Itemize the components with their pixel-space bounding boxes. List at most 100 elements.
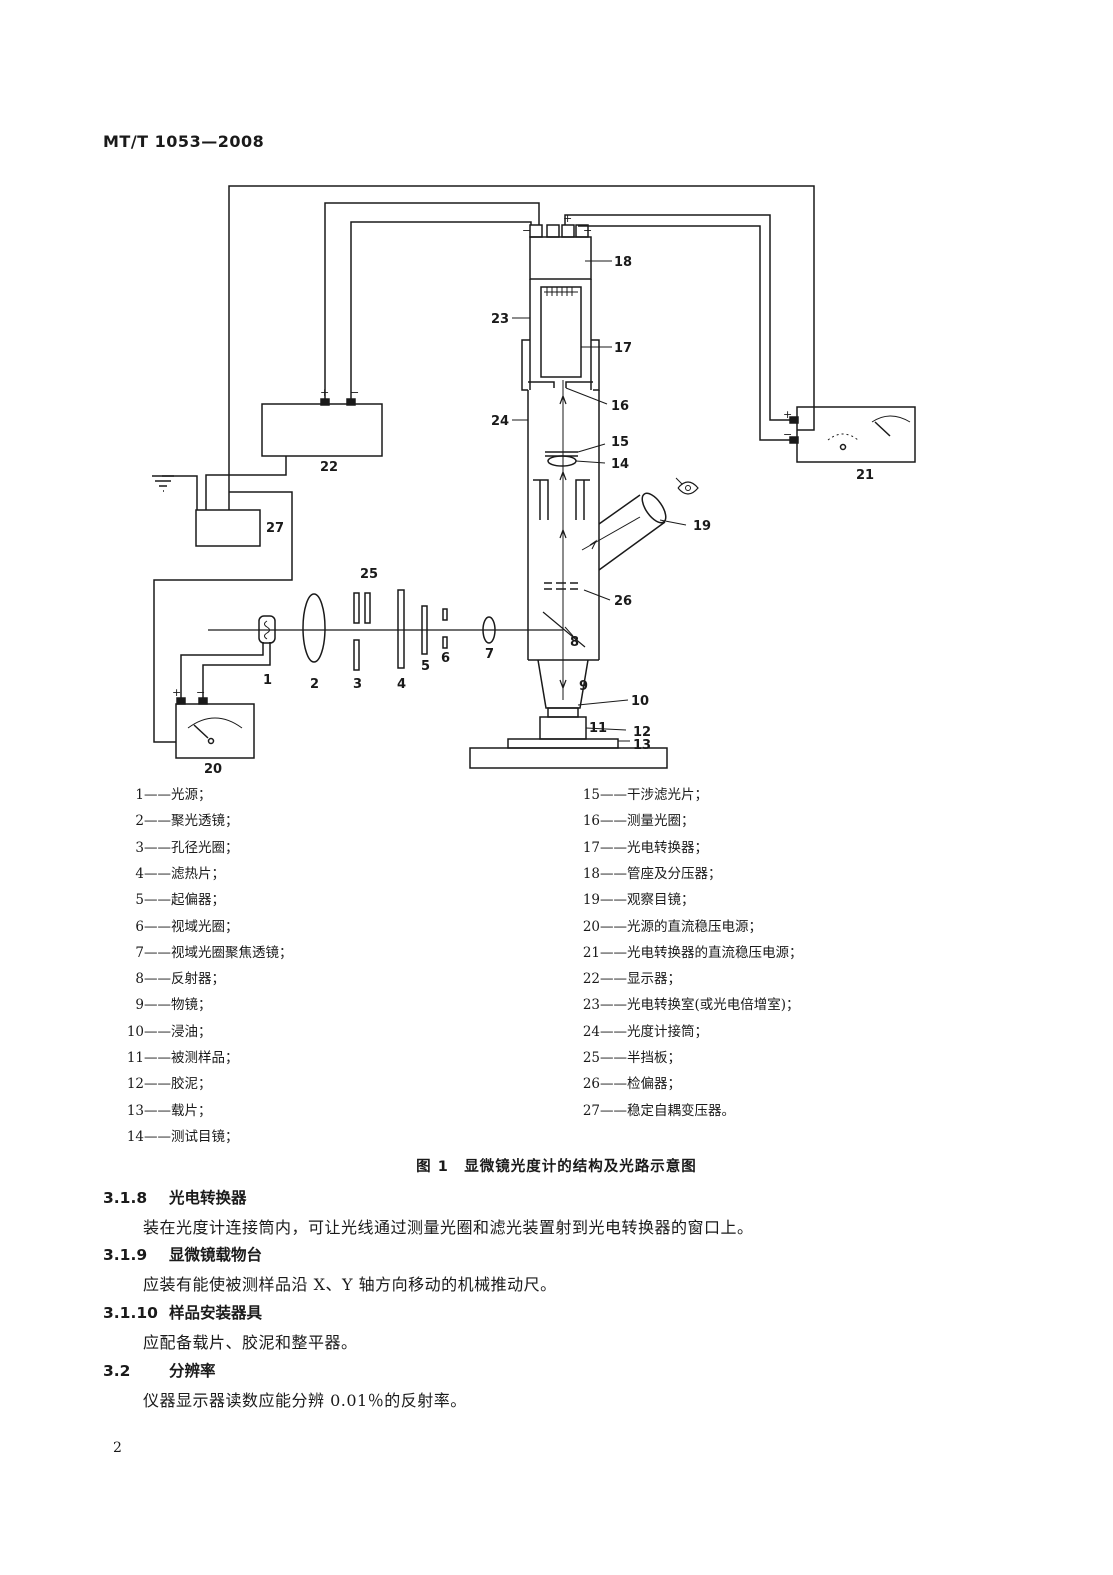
display-box-22 <box>261 403 383 457</box>
polarizer-5 <box>421 605 428 655</box>
legend-item: 6——视域光圈； <box>100 915 239 935</box>
legend-text: ——胶泥； <box>144 1076 212 1093</box>
heat-filter-4 <box>397 589 405 669</box>
legend-item: 7——视域光圈聚焦透镜； <box>100 941 293 961</box>
legend-text: ——半挡板； <box>600 1050 681 1066</box>
callout-16: 16 <box>611 399 629 414</box>
legend-item: 4——滤热片； <box>100 862 225 882</box>
callout-17: 17 <box>614 341 632 356</box>
callout-19: 19 <box>693 519 711 534</box>
section-title: 分辨率 <box>169 1362 216 1380</box>
legend-item: 17——光电转换器； <box>556 836 708 856</box>
legend-item: 19——观察目镜； <box>556 888 695 908</box>
legend-number: 6 <box>135 918 144 935</box>
legend-item: 13——载片； <box>100 1099 212 1119</box>
power-supply-meter-20 <box>175 697 255 759</box>
microphotometer-diagram: + − − + − + − + − 1 2 3 4 5 6 7 8 9 10 1… <box>152 185 916 777</box>
legend-item: 20——光源的直流稳压电源； <box>556 915 762 935</box>
photometer-column <box>469 224 699 769</box>
legend-text: ——物镜； <box>144 997 212 1014</box>
legend-item: 21——光电转换器的直流稳压电源； <box>556 941 803 961</box>
legend-number: 23 <box>582 997 600 1014</box>
section-body-3-1-9: 应装有能使被测样品沿 X、Y 轴方向移动的机械推动尺。 <box>143 1275 557 1294</box>
section-title: 样品安装器具 <box>169 1304 263 1322</box>
ground-icon <box>152 475 174 492</box>
callout-22: 22 <box>320 460 338 475</box>
section-number: 3.1.9 <box>103 1246 148 1264</box>
callout-14: 14 <box>611 457 629 472</box>
section-body-3-1-8: 装在光度计连接筒内，可让光线通过测量光圈和滤光装置射到光电转换器的窗口上。 <box>143 1218 754 1237</box>
legend-number: 10 <box>126 1023 144 1040</box>
legend-text: ——检偏器； <box>600 1076 681 1093</box>
callout-1: 1 <box>263 673 272 688</box>
half-baffle-25 <box>353 592 360 624</box>
legend-number: 26 <box>582 1076 600 1093</box>
section-title: 显微镜载物台 <box>169 1246 263 1264</box>
legend-item: 15——干涉滤光片； <box>556 783 708 803</box>
callout-8: 8 <box>570 635 579 650</box>
legend-item: 8——反射器； <box>100 967 225 987</box>
section-number: 3.1.8 <box>103 1189 148 1207</box>
legend-text: ——视域光圈聚焦透镜； <box>144 944 293 961</box>
legend-number: 1 <box>135 787 144 803</box>
callout-7: 7 <box>485 647 494 662</box>
legend-number: 7 <box>135 944 144 961</box>
standard-code: MT/T 1053—2008 <box>103 132 265 151</box>
legend-text: ——测试目镜； <box>144 1128 239 1145</box>
eye-icon <box>677 481 699 495</box>
transformer-box-27 <box>195 509 261 547</box>
legend-text: ——测量光圈； <box>600 813 695 830</box>
condenser-lens-2 <box>302 593 326 663</box>
callout-4: 4 <box>397 677 406 692</box>
wiring <box>153 185 815 743</box>
legend-number: 12 <box>126 1076 144 1093</box>
callout-18: 18 <box>614 255 632 270</box>
legend-item: 12——胶泥； <box>100 1072 212 1092</box>
legend-item: 2——聚光透镜； <box>100 809 238 829</box>
legend-number: 27 <box>582 1102 600 1119</box>
legend-number: 20 <box>582 918 600 935</box>
minus-top: − <box>522 224 531 237</box>
legend-text: ——稳定自耦变压器。 <box>600 1102 735 1119</box>
callout-24: 24 <box>491 414 509 429</box>
section-body-3-2: 仪器显示器读数应能分辨 0.01％的反射率。 <box>143 1391 467 1410</box>
legend-number: 11 <box>126 1050 144 1066</box>
callout-20: 20 <box>204 762 222 777</box>
minus-21: − <box>783 428 792 441</box>
legend-item: 9——物镜； <box>100 993 212 1014</box>
legend-number: 14 <box>126 1128 144 1145</box>
leader-lines <box>512 260 687 742</box>
section-body-3-1-10: 应配备载片、胶泥和整平器。 <box>143 1333 358 1352</box>
legend-text: ——管座及分压器； <box>600 865 722 882</box>
plus-20: + <box>172 686 181 699</box>
callout-5: 5 <box>421 659 430 674</box>
figure-caption: 图 1 显微镜光度计的结构及光路示意图 <box>416 1159 697 1175</box>
legend-number: 16 <box>582 813 600 830</box>
legend-item: 11——被测样品； <box>100 1046 239 1066</box>
legend-text: ——起偏器； <box>144 892 225 909</box>
legend-text: ——光度计接筒； <box>600 1023 708 1040</box>
legend-text: ——视域光圈； <box>144 918 239 935</box>
page-number: 2 <box>113 1440 122 1456</box>
legend-item: 26——检偏器； <box>556 1072 681 1092</box>
legend-number: 15 <box>582 787 600 803</box>
field-focus-lens-7 <box>482 616 496 644</box>
legend-item: 24——光度计接筒； <box>556 1020 708 1040</box>
plus-top: + <box>563 212 572 225</box>
legend-item: 16——测量光圈； <box>556 809 695 829</box>
minus-22: − <box>350 386 359 399</box>
legend-text: ——光电转换器； <box>600 839 708 856</box>
legend-text: ——光源的直流稳压电源； <box>600 918 762 935</box>
callout-13: 13 <box>633 738 651 753</box>
plus-21: + <box>783 408 792 421</box>
minus-top-right: − <box>583 224 592 237</box>
legend-text: ——观察目镜； <box>600 892 695 909</box>
legend-text: ——反射器； <box>144 971 225 988</box>
section-heading-3-1-9: 3.1.9 显微镜载物台 <box>103 1243 262 1265</box>
legend-number: 8 <box>135 971 144 988</box>
callout-3: 3 <box>353 677 362 692</box>
legend-number: 17 <box>582 839 600 856</box>
power-supply-meter-21 <box>789 406 916 463</box>
